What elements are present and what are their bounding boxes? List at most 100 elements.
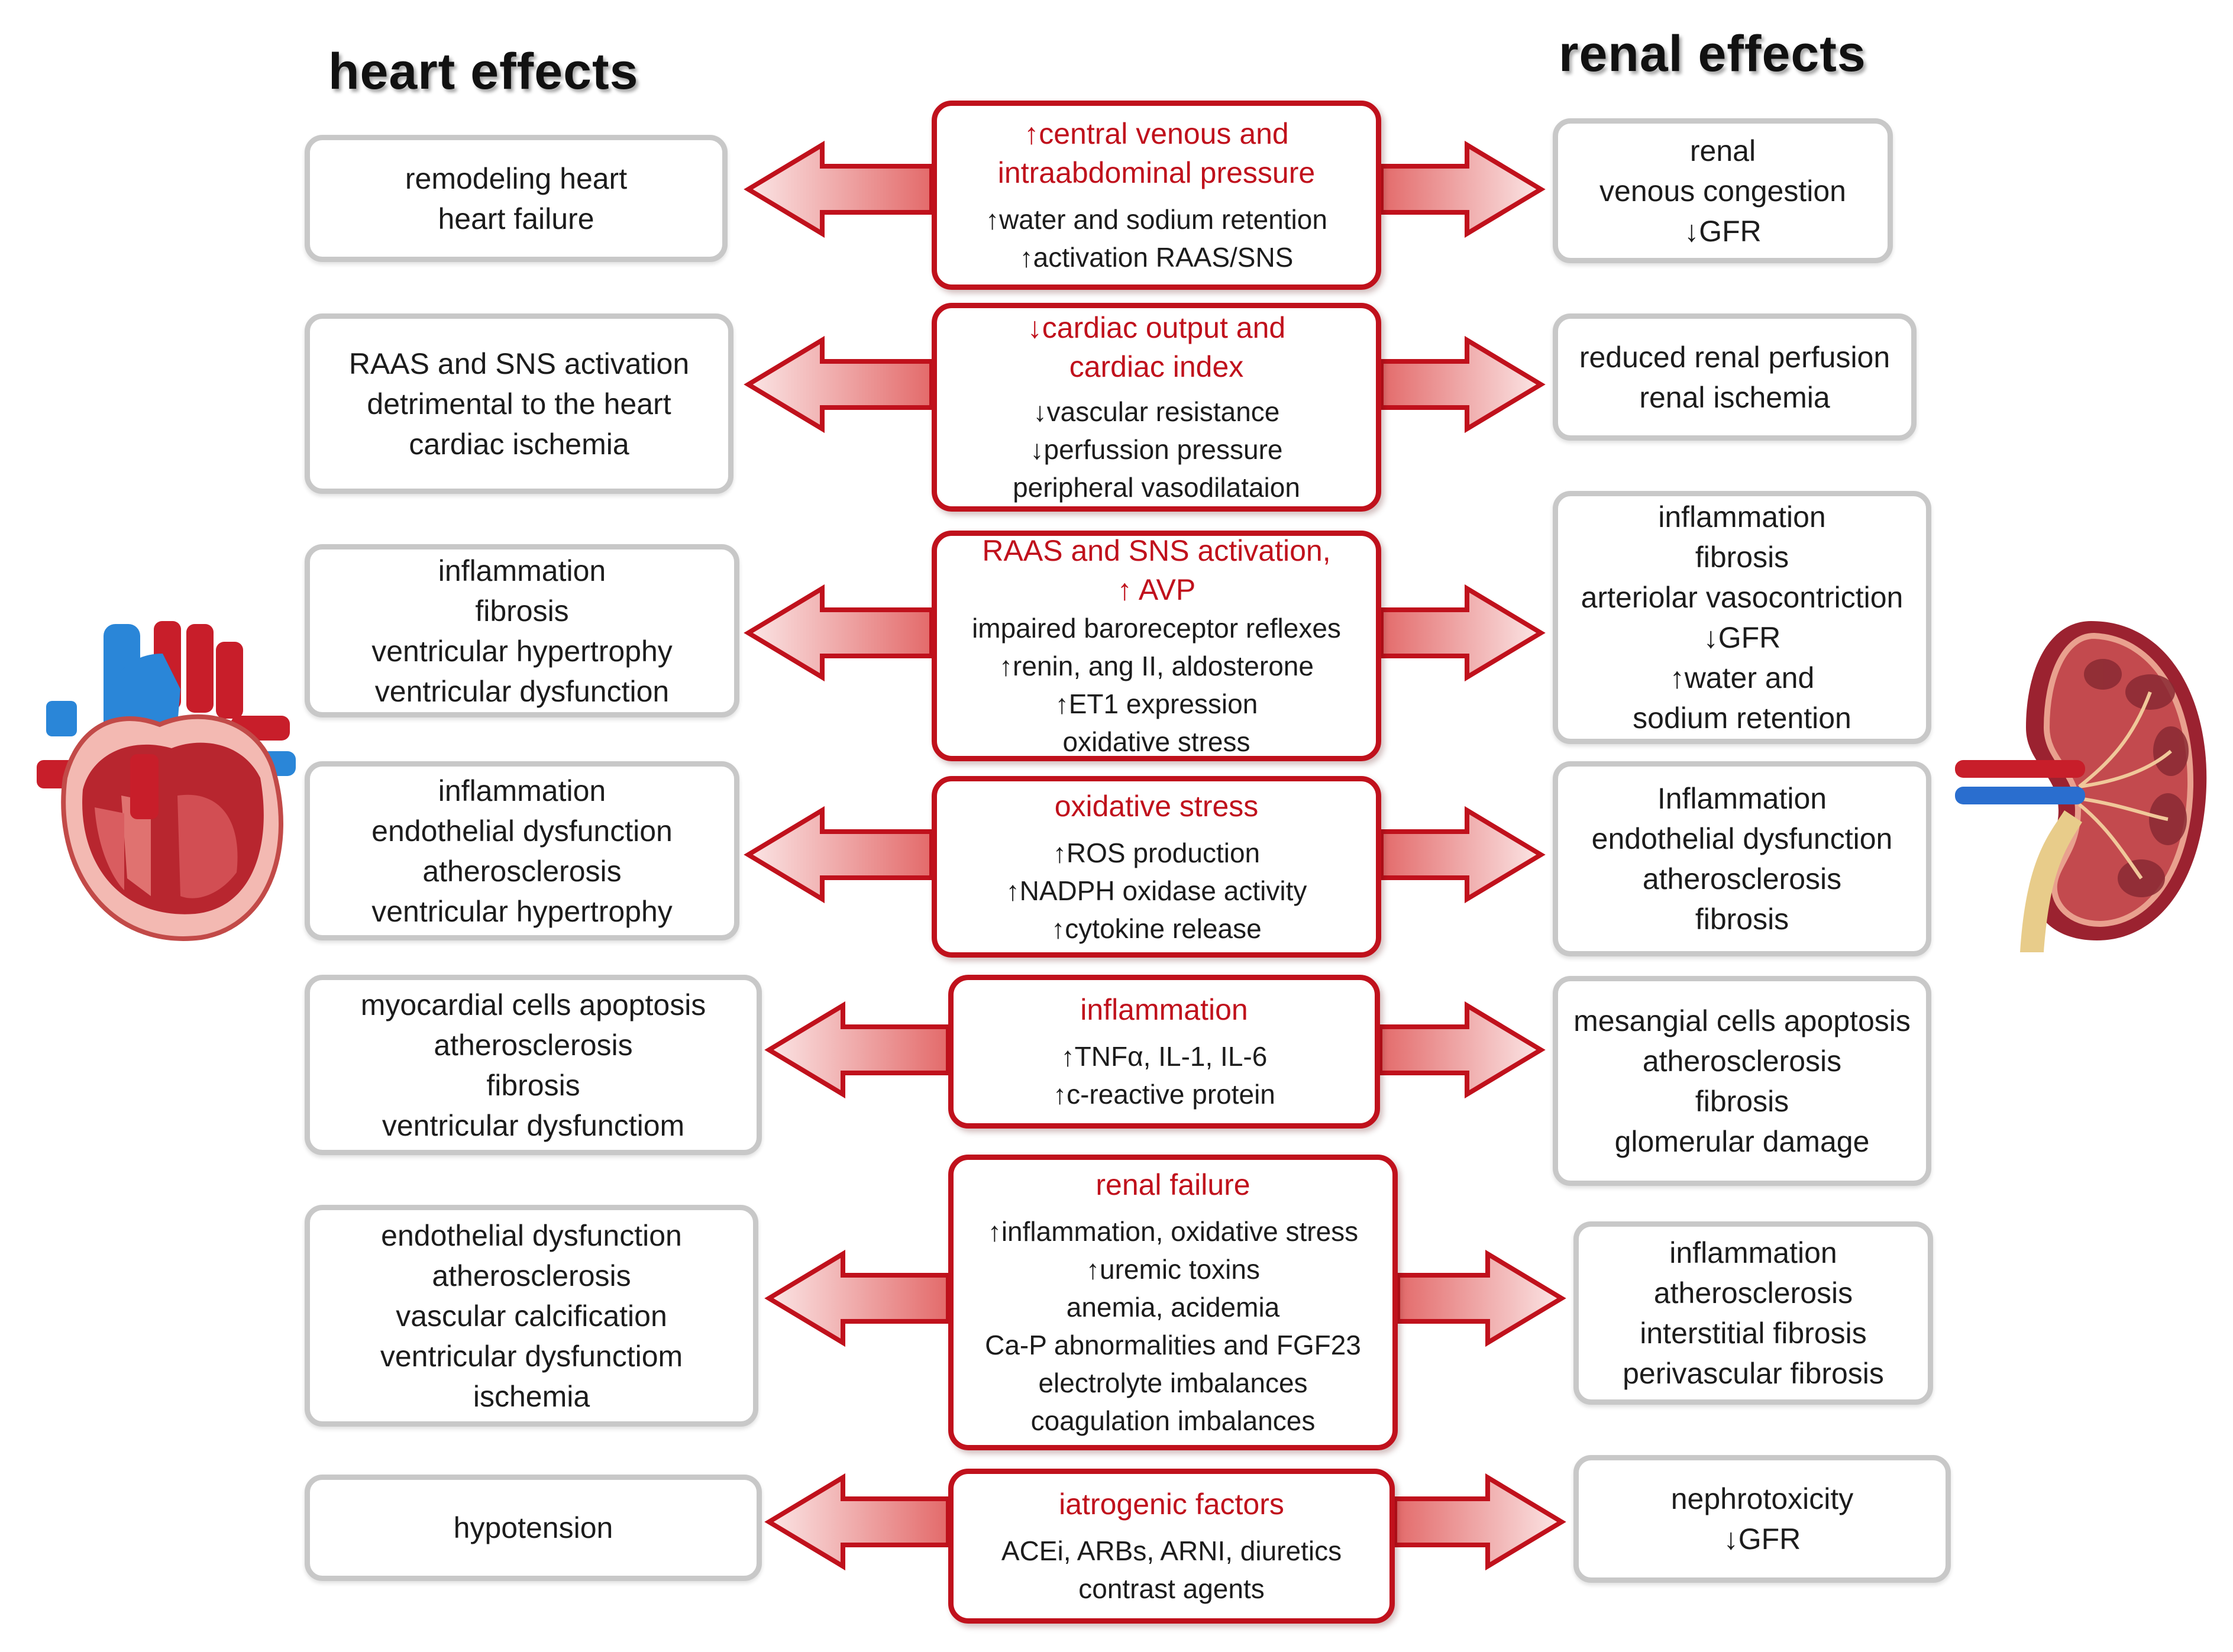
text-line: peripheral vasodilataion	[1013, 472, 1300, 503]
text-line: ↓GFR	[1684, 214, 1762, 248]
renal-effect-box: inflammation atherosclerosis interstitial …	[1573, 1221, 1933, 1405]
arrow-to-heart	[744, 584, 934, 682]
text-line: ↑water and sodium retention	[985, 204, 1327, 235]
text-line: ↓vascular resistance	[1033, 396, 1280, 427]
arrow-to-kidney	[1395, 1249, 1566, 1347]
text-line: renal ischemia	[1639, 380, 1830, 414]
center-title-line: renal failure	[1096, 1168, 1250, 1201]
heart-effect-box: inflammation fibrosis ventricular hypertro…	[305, 544, 739, 717]
arrow-to-heart	[764, 1473, 951, 1571]
text-line: ↑inflammation, oxidative stress	[987, 1216, 1359, 1247]
text-line: endothelial dysfunction	[371, 814, 673, 848]
center-title-line: ↓cardiac output and	[1027, 311, 1286, 344]
center-title-line: RAAS and SNS activation,	[982, 534, 1331, 567]
text-line: Inflammation	[1657, 782, 1827, 815]
renal-effect-box: renal venous congestion ↓GFR	[1553, 118, 1893, 263]
text-line: Ca-P abnormalities and FGF23	[985, 1330, 1361, 1360]
mechanism-box: RAAS and SNS activation, ↑ AVP impaired ba…	[932, 531, 1381, 761]
arrow-to-heart	[744, 140, 934, 238]
text-line: atherosclerosis	[1642, 862, 1842, 895]
text-line: ↑water and	[1669, 661, 1815, 694]
arrow-to-kidney	[1378, 1001, 1546, 1099]
text-line: RAAS and SNS activation	[348, 347, 690, 380]
text-line: inflammation	[1669, 1236, 1837, 1269]
renal-effect-box: nephrotoxicity ↓GFR	[1573, 1455, 1951, 1583]
arrow-to-heart	[764, 1001, 951, 1099]
heart-effect-box: hypotension	[305, 1475, 762, 1581]
text-line: ↑renin, ang II, aldosterone	[999, 651, 1314, 681]
text-line: atherosclerosis	[1653, 1276, 1853, 1310]
center-title-line: intraabdominal pressure	[997, 156, 1316, 189]
renal-effect-box: mesangial cells apoptosis atherosclerosis…	[1553, 976, 1931, 1186]
arrow-to-kidney	[1379, 140, 1546, 238]
text-line: inflammation	[438, 554, 606, 587]
text-line: remodeling heart	[405, 161, 628, 195]
center-title-line: cardiac index	[1069, 350, 1244, 383]
arrow-to-heart	[744, 806, 934, 904]
center-title-line: ↑ AVP	[1117, 573, 1196, 606]
text-line: renal	[1689, 134, 1756, 167]
heart-effect-box: remodeling heart heart failure	[305, 135, 728, 262]
text-line: impaired baroreceptor reflexes	[972, 613, 1341, 644]
text-line: heart failure	[438, 202, 594, 235]
text-line: contrast agents	[1078, 1573, 1265, 1604]
text-line: ventricular hypertrophy	[371, 894, 673, 928]
text-line: ↑TNFα, IL-1, IL-6	[1061, 1041, 1268, 1072]
arrow-to-kidney	[1392, 1473, 1566, 1571]
text-line: ventricular dysfunctiom	[382, 1108, 685, 1142]
text-line: ↑c-reactive protein	[1053, 1079, 1275, 1110]
text-line: interstitial fibrosis	[1640, 1317, 1867, 1350]
renal-effects-header: renal effects	[1559, 25, 1866, 82]
arrow-to-kidney	[1379, 335, 1546, 434]
text-line: ↑NADPH oxidase activity	[1006, 875, 1307, 906]
heart-effects-header: heart effects	[328, 43, 639, 100]
text-line: ↑ROS production	[1052, 837, 1261, 868]
text-line: sodium retention	[1633, 701, 1851, 735]
heart-effect-box: myocardial cells apoptosis atherosclerosi…	[305, 975, 762, 1155]
center-title-line: ↑central venous and	[1024, 117, 1289, 150]
mechanism-box: ↓cardiac output and cardiac index ↓vascula…	[932, 303, 1381, 512]
text-line: endothelial dysfunction	[381, 1218, 682, 1252]
text-line: venous congestion	[1599, 174, 1846, 208]
arrow-to-heart	[764, 1249, 951, 1347]
text-line: fibrosis	[475, 594, 569, 628]
text-line: ↓GFR	[1723, 1522, 1801, 1556]
mechanism-box: inflammation ↑TNFα, IL-1, IL-6 ↑c-reactive…	[948, 975, 1380, 1129]
text-line: glomerular damage	[1614, 1124, 1870, 1158]
text-line: reduced renal perfusion	[1579, 340, 1891, 374]
text-line: ventricular dysfunctiom	[380, 1339, 683, 1373]
center-title-line: inflammation	[1080, 993, 1248, 1026]
text-line: inflammation	[438, 774, 606, 807]
kidney-illustration-icon	[1955, 621, 2207, 952]
text-line: ↑ET1 expression	[1055, 688, 1258, 719]
heart-illustration-icon	[37, 621, 296, 941]
mechanism-box: renal failure ↑inflammation, oxidative st…	[948, 1155, 1398, 1450]
arrow-to-kidney	[1379, 806, 1546, 904]
renal-effect-box: reduced renal perfusion renal ischemia	[1553, 313, 1917, 441]
text-line: ventricular hypertrophy	[371, 634, 673, 668]
text-line: mesangial cells apoptosis	[1573, 1004, 1911, 1037]
center-title-line: iatrogenic factors	[1059, 1488, 1284, 1521]
text-line: atherosclerosis	[1642, 1044, 1842, 1078]
text-line: myocardial cells apoptosis	[360, 988, 706, 1021]
text-line: anemia, acidemia	[1066, 1292, 1280, 1323]
text-line: electrolyte imbalances	[1038, 1367, 1308, 1398]
text-line: endothelial dysfunction	[1591, 822, 1893, 855]
text-line: oxidative stress	[1062, 726, 1250, 757]
text-line: ↑activation RAAS/SNS	[1019, 242, 1294, 273]
text-line: perivascular fibrosis	[1623, 1357, 1884, 1390]
arrow-to-kidney	[1379, 584, 1546, 682]
text-line: nephrotoxicity	[1670, 1482, 1854, 1515]
text-line: atherosclerosis	[434, 1028, 633, 1062]
text-line: ischemia	[473, 1379, 590, 1413]
text-line: atherosclerosis	[432, 1259, 631, 1292]
text-line: hypotension	[453, 1511, 613, 1544]
text-line: ↑uremic toxins	[1086, 1254, 1260, 1285]
text-line: ↓perfussion pressure	[1030, 434, 1283, 465]
text-line: atherosclerosis	[422, 854, 622, 888]
